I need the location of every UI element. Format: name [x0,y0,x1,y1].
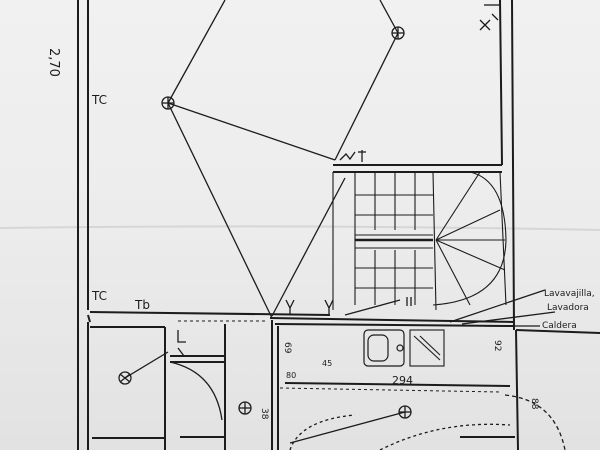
lavavajilla-label: Lavavajilla, [544,289,595,299]
dim-45-label: 45 [322,359,332,368]
lavadora-label: Lavadora [547,303,589,313]
ceiling-light-icon [118,371,132,385]
door-swings [169,361,566,450]
kitchen-top-wall [269,317,515,323]
door-swing-2 [289,414,356,450]
right-wall-inner [499,0,503,166]
socket-icon [324,299,334,314]
door-swing-4 [504,394,566,450]
ceiling-light-icon [238,401,252,415]
switch-icon [177,330,186,357]
staircase [332,171,507,311]
right-room-side [515,329,519,450]
door-swing-3 [379,423,511,450]
kitchen-top-wall-2 [274,323,515,327]
right-room-top [515,329,600,334]
left-height-label: 2,70 [46,48,61,77]
ceiling-light-icon [161,96,175,110]
switch-icon [339,150,366,162]
sink-icon [363,329,405,367]
dim-92-label: 92 [492,340,502,351]
tc-lower-label: TC [91,289,107,303]
ceiling-light-icon [391,26,405,40]
dim-294-label: 294 [392,374,413,387]
caldera-label: Caldera [542,321,577,331]
wiring [124,0,556,444]
tb-label: Tb [134,298,150,312]
dim-69-label: 69 [282,342,292,354]
left-upper-slab [89,311,331,316]
tc-top-wall [87,314,91,323]
paper-fold [0,225,600,231]
walls [77,0,600,450]
door-swing-1 [169,361,223,421]
dim-38-label: 38 [259,408,269,420]
dashed-connector-2 [279,387,501,393]
socket-icon [285,299,295,314]
dim-88-label: 88 [529,398,539,410]
ceiling-light-icon [398,405,412,419]
dim-80-label: 80 [286,371,296,380]
tc-upper-label: TC [91,93,107,107]
socket-icon [406,297,412,306]
stove-icon [409,329,445,367]
counter-bottom [284,382,511,387]
right-wall-outer [511,0,515,331]
switch-icon [479,4,500,31]
